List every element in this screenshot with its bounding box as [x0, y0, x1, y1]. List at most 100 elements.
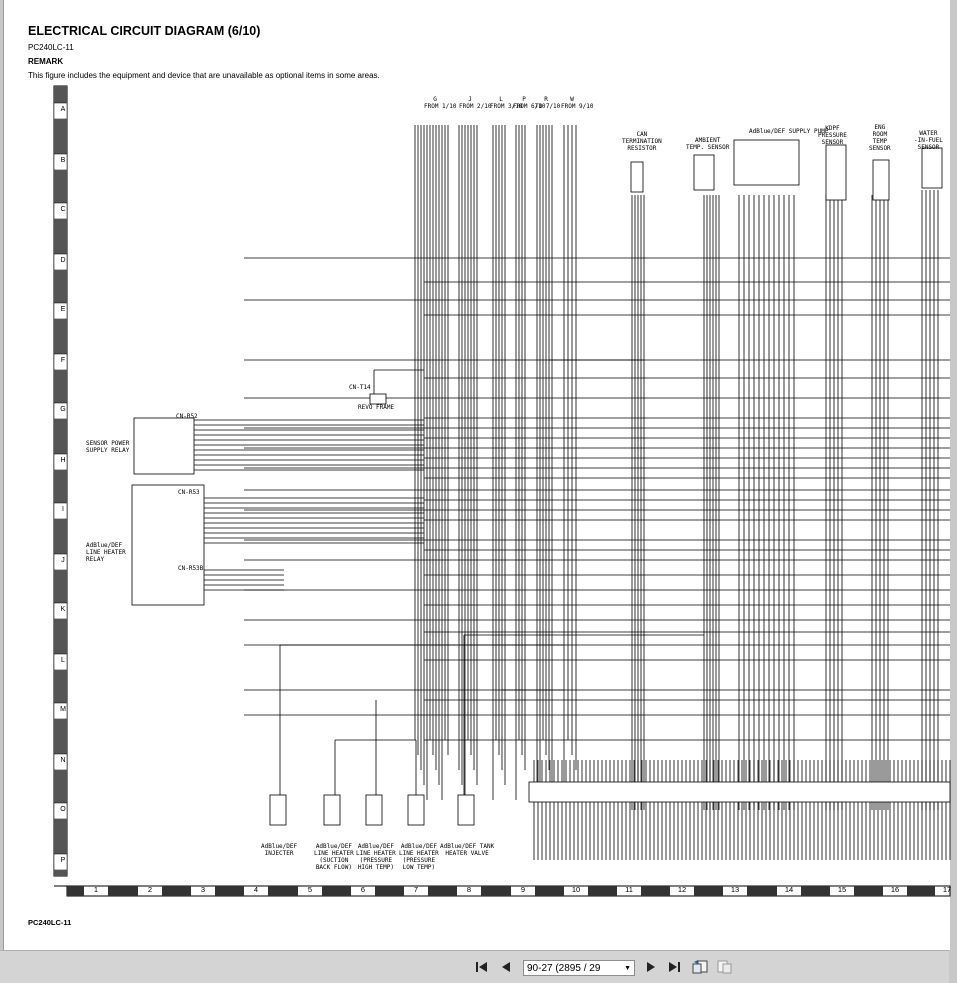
row-band	[54, 319, 67, 354]
column-band	[215, 886, 244, 896]
relay-line-heater-frame	[131, 484, 205, 606]
sensor-power-relay-label: SENSOR POWER SUPPLY RELAY	[86, 440, 130, 454]
heater-connector	[365, 794, 383, 826]
tank-heater-valve-label: AdBlue/DEF TANK HEATER VALVE	[440, 843, 495, 857]
row-letter: G	[60, 406, 66, 413]
column-number: 11	[625, 885, 633, 894]
column-number: 9	[520, 885, 526, 894]
cn-t14-label: CN-T14	[349, 384, 371, 391]
chevron-down-icon[interactable]: ▼	[624, 965, 631, 972]
column-band	[481, 886, 511, 896]
column-band	[375, 886, 404, 896]
row-band	[54, 119, 67, 154]
can-termination-resistor-label: CAN TERMINATION RESISTOR	[622, 131, 662, 152]
row-letter: P	[60, 857, 66, 864]
sheet-reference: P FROM 6/10	[513, 96, 546, 110]
model-number: PC240LC-11	[28, 43, 74, 52]
remark-text: This figure includes the equipment and d…	[28, 71, 380, 80]
row-band	[54, 719, 67, 754]
document-page: ELECTRICAL CIRCUIT DIAGRAM (6/10) PC240L…	[3, 0, 951, 950]
sheet-reference: G FROM 1/10	[424, 96, 457, 110]
previous-page-button[interactable]	[498, 959, 514, 975]
row-letter: B	[60, 157, 66, 164]
next-view-icon	[717, 960, 732, 974]
first-page-button[interactable]	[474, 959, 490, 975]
row-letter: H	[60, 457, 66, 464]
engine-room-temp-sensor-label: ENG ROOM TEMP SENSOR	[869, 124, 891, 152]
column-number: 4	[253, 885, 259, 894]
column-band	[268, 886, 298, 896]
row-letter: L	[61, 657, 65, 664]
column-band	[747, 886, 777, 896]
remark-heading: REMARK	[28, 57, 64, 66]
column-number: 13	[730, 885, 740, 894]
row-band	[54, 219, 67, 254]
column-band	[588, 886, 617, 896]
column-band	[67, 886, 84, 896]
column-band	[428, 886, 457, 896]
supply-pump-connector	[733, 139, 800, 186]
viewer-toolbar: 90-27 (2895 / 29 ▼	[0, 950, 949, 983]
column-band	[535, 886, 564, 896]
water-in-fuel-connector	[921, 147, 943, 189]
revo-frame-terminal	[369, 393, 387, 405]
relay-sensor-power	[133, 417, 195, 475]
cn-r53b-label: CN-R53B	[178, 565, 204, 572]
page-title: ELECTRICAL CIRCUIT DIAGRAM (6/10)	[28, 24, 261, 38]
row-letter: O	[60, 806, 66, 813]
heater-pressure-high-label: AdBlue/DEF LINE HEATER (PRESSURE HIGH TE…	[356, 843, 396, 871]
column-number: 1	[93, 885, 99, 894]
row-band	[54, 819, 67, 854]
sheet-reference: J FROM 2/10	[459, 96, 492, 110]
column-band	[801, 886, 830, 896]
ambient-temp-sensor-label: AMBIENT TEMP. SENSOR	[686, 137, 730, 151]
sheet-reference: L FROM 3/10	[490, 96, 523, 110]
row-band	[54, 370, 67, 403]
row-band	[54, 170, 67, 203]
row-band	[54, 619, 67, 654]
column-band	[907, 886, 935, 896]
row-letter: F	[60, 357, 66, 364]
connector-strip	[528, 781, 951, 803]
last-page-button[interactable]	[666, 959, 682, 975]
column-band	[108, 886, 138, 896]
kdpf-pressure-sensor-label: KDPF PRESSURE SENSOR	[818, 125, 847, 146]
heater-connector	[457, 794, 475, 826]
column-band	[322, 886, 351, 896]
row-band	[54, 470, 67, 503]
next-page-button[interactable]	[643, 959, 659, 975]
row-letter: N	[60, 757, 66, 764]
row-letter: J	[61, 557, 65, 564]
next-page-icon	[647, 962, 655, 972]
heater-pressure-low-label: AdBlue/DEF LINE HEATER (PRESSURE LOW TEM…	[399, 843, 439, 871]
first-page-icon	[476, 962, 487, 972]
footer-model-number: PC240LC-11	[28, 918, 72, 927]
row-band	[54, 519, 67, 554]
sheet-reference: R TO 7/10	[535, 96, 561, 110]
previous-view-button[interactable]	[692, 959, 708, 975]
row-band	[54, 770, 67, 803]
column-band	[641, 886, 670, 896]
column-number: 12	[677, 885, 687, 894]
next-view-button[interactable]	[717, 959, 733, 975]
row-letter: C	[60, 206, 66, 213]
kdpf-connector	[825, 144, 847, 201]
row-letter: E	[60, 306, 66, 313]
can-resistor-connector	[630, 161, 644, 193]
previous-page-icon	[502, 962, 510, 972]
row-letter: D	[60, 257, 66, 264]
row-band	[54, 419, 67, 454]
column-number: 15	[837, 885, 847, 894]
room-temp-connector	[872, 159, 890, 201]
row-band	[54, 670, 67, 703]
column-number: 8	[466, 885, 472, 894]
injecter-label: AdBlue/DEF INJECTER	[261, 843, 298, 857]
row-letter: I	[62, 506, 64, 513]
column-band	[694, 886, 723, 896]
ambient-sensor-connector	[693, 154, 715, 191]
row-band	[54, 270, 67, 303]
page-number-field[interactable]: 90-27 (2895 / 29 ▼	[523, 960, 635, 976]
column-number: 16	[890, 885, 900, 894]
column-number: 17	[942, 885, 952, 894]
line-heater-relay-label: AdBlue/DEF LINE HEATER RELAY	[86, 542, 126, 563]
